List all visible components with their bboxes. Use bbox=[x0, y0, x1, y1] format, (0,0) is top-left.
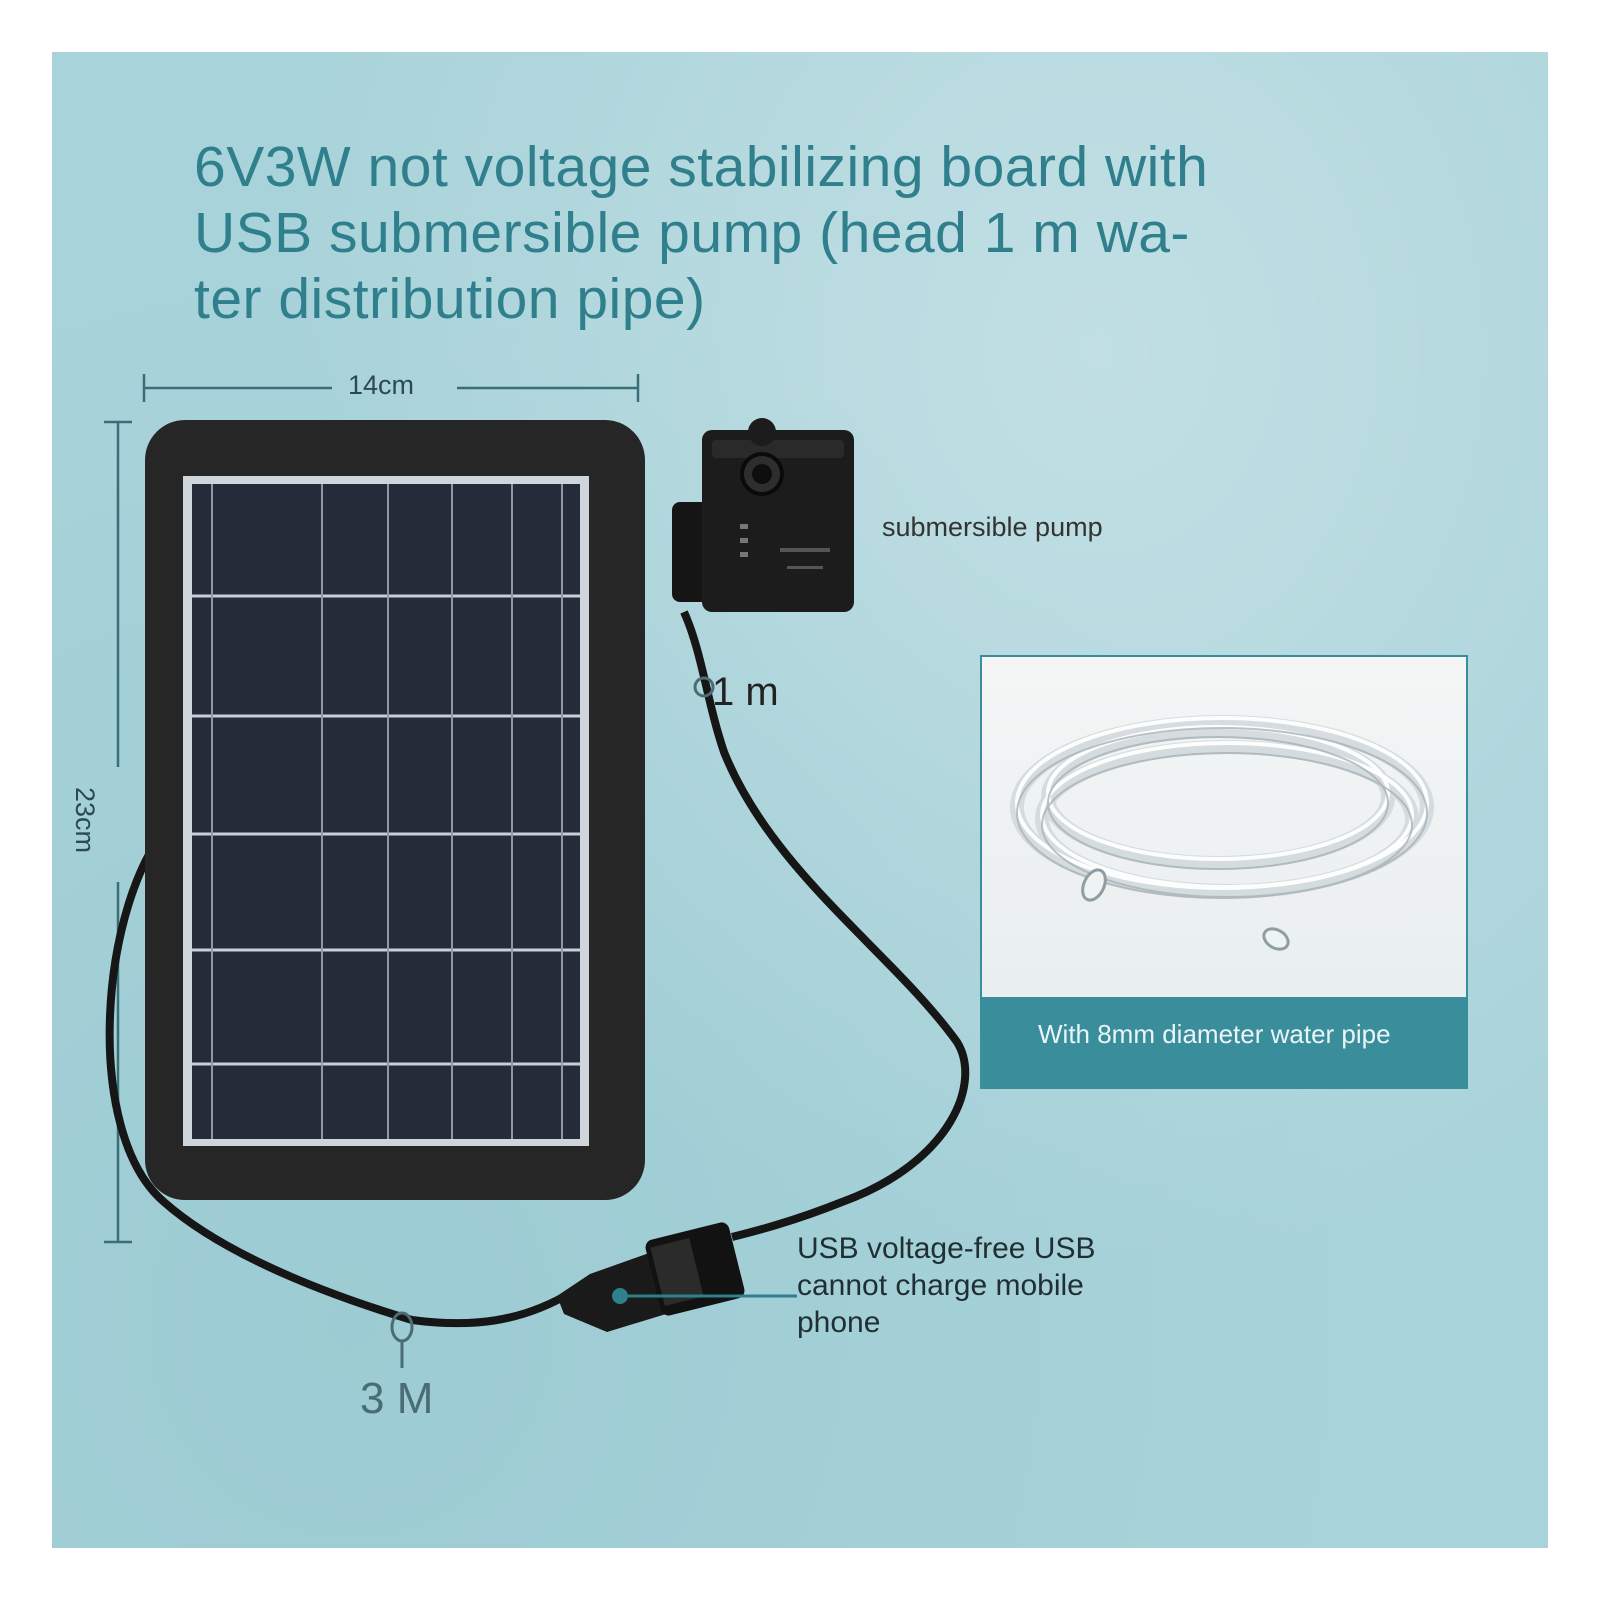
water-pipe-photo bbox=[982, 657, 1466, 997]
width-label: 14cm bbox=[348, 370, 415, 400]
water-pipe-inset: With 8mm diameter water pipe bbox=[980, 655, 1468, 1089]
solar-panel-busbars bbox=[211, 484, 563, 1139]
pump-cable-length-label: 1 m bbox=[712, 670, 779, 714]
usb-note-line: USB voltage-free USB bbox=[797, 1232, 1096, 1265]
panel-cable bbox=[105, 821, 575, 1328]
product-image: 6V3W not voltage stabilizing board with … bbox=[52, 52, 1548, 1548]
usb-connector bbox=[557, 1222, 745, 1332]
width-dimension-line bbox=[142, 374, 640, 402]
product-illustration bbox=[104, 374, 970, 1368]
water-pipe-caption: With 8mm diameter water pipe bbox=[1038, 1019, 1391, 1049]
panel-cable-length-label: 3 M bbox=[360, 1374, 434, 1423]
title-line: USB submersible pump (head 1 m wa- bbox=[194, 201, 1190, 265]
solar-panel bbox=[145, 420, 645, 1200]
water-pipe-coil bbox=[1010, 715, 1434, 951]
panel-cable-callout-dot bbox=[390, 1311, 414, 1343]
usb-note-line: phone bbox=[797, 1306, 881, 1339]
pump-label: submersible pump bbox=[882, 512, 1103, 542]
usb-note-line: cannot charge mobile bbox=[797, 1269, 1084, 1302]
title-line: 6V3W not voltage stabilizing board with bbox=[194, 135, 1209, 199]
submersible-pump bbox=[672, 418, 854, 612]
pump-cable bbox=[680, 610, 970, 1241]
pump-cable-callout-dot bbox=[693, 676, 715, 698]
usb-callout-dot bbox=[612, 1288, 628, 1304]
water-pipe-banner: With 8mm diameter water pipe bbox=[982, 997, 1466, 1087]
solar-panel-grid bbox=[192, 594, 580, 1066]
product-title: 6V3W not voltage stabilizing board with … bbox=[194, 134, 1454, 332]
height-label: 23cm bbox=[70, 787, 100, 854]
solar-panel-cells bbox=[192, 484, 580, 1139]
title-line: ter distribution pipe) bbox=[194, 267, 706, 331]
usb-note: USB voltage-free USB cannot charge mobil… bbox=[797, 1230, 1217, 1341]
